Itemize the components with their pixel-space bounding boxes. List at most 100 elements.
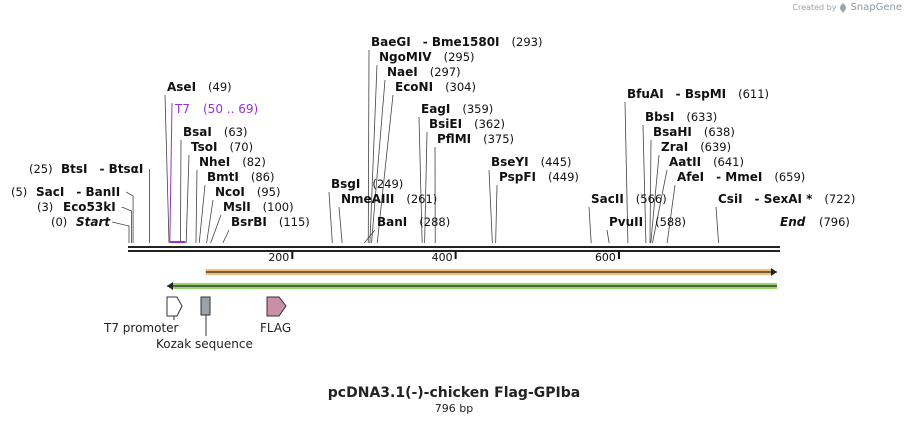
- enzyme-site-bseyi[interactable]: BseYI(445): [491, 155, 572, 169]
- sequence-end: End(796): [780, 215, 850, 229]
- enzyme-position: (115): [279, 215, 310, 229]
- enzyme-site-eagi[interactable]: EagI(359): [421, 102, 493, 116]
- enzyme-position: (63): [224, 125, 248, 139]
- feature-kozak-sequence[interactable]: Kozak sequence: [156, 296, 253, 351]
- enzyme-site-bsgi[interactable]: BsgI(249): [331, 177, 403, 191]
- enzyme-name-secondary: - Bme1580I: [423, 35, 500, 49]
- enzyme-position: (25): [29, 162, 53, 176]
- enzyme-site-econi[interactable]: EcoNI (304): [395, 80, 476, 94]
- enzyme-position: (5): [11, 185, 27, 199]
- enzyme-name: BaeGI: [371, 35, 411, 49]
- enzyme-position: (82): [242, 155, 266, 169]
- enzyme-name: TsoI: [191, 140, 217, 154]
- enzyme-site-bani[interactable]: BanI(288): [377, 215, 450, 229]
- enzyme-name: NaeI: [387, 65, 418, 79]
- leader-line: [371, 79, 386, 244]
- enzyme-site-saci[interactable]: (5) SacI - BanII: [11, 185, 120, 199]
- flag-arrow-icon: [266, 296, 287, 317]
- enzyme-position: (86): [251, 170, 275, 184]
- enzyme-site-afei[interactable]: AfeI- MmeI(659): [677, 170, 805, 184]
- leader-line: [121, 206, 132, 243]
- end-label: End: [780, 215, 806, 229]
- enzyme-site-zrai[interactable]: ZraI(639): [661, 140, 731, 154]
- leader-line: [164, 94, 170, 244]
- leader-line: [418, 116, 423, 244]
- leader-line: [650, 154, 660, 244]
- leader-line: [652, 169, 668, 244]
- enzyme-site-bsrbi[interactable]: BsrBI (115): [231, 215, 310, 229]
- enzyme-name: BmtI: [207, 170, 239, 184]
- enzyme-site-ncoi[interactable]: NcoI(95): [215, 185, 280, 199]
- enzyme-name: NcoI: [215, 185, 245, 199]
- leader-line: [338, 206, 343, 244]
- enzyme-position: (588): [655, 215, 686, 229]
- enzyme-site-btsi[interactable]: (25) BtsI - BtsαI: [29, 162, 143, 176]
- leader-line: [363, 229, 376, 244]
- tick-label: 200: [268, 251, 289, 264]
- enzyme-site-ngomiv[interactable]: NgoMIV(295): [379, 50, 475, 64]
- enzyme-name: NgoMIV: [379, 50, 432, 64]
- enzyme-site-eco53ki[interactable]: (3)Eco53kI: [37, 200, 116, 214]
- enzyme-site-nmeaiii[interactable]: NmeAIII(261): [341, 192, 437, 206]
- leader-line: [206, 199, 214, 244]
- enzyme-position: (659): [774, 170, 805, 184]
- enzyme-site-pflmi[interactable]: PflMI(375): [437, 132, 514, 146]
- enzyme-site-csii[interactable]: CsiI- SexAI *(722): [718, 192, 855, 206]
- enzyme-position: (375): [483, 132, 514, 146]
- enzyme-site-pspfi[interactable]: PspFI(449): [499, 170, 579, 184]
- enzyme-name: BsrBI: [231, 215, 267, 229]
- enzyme-site-bfuai[interactable]: BfuAI- BspMI(611): [627, 87, 769, 101]
- map-length: 796 bp: [434, 402, 474, 415]
- enzyme-labels: (3)Eco53kI (5) SacI - BanII (25) BtsI - BtsαI A…: [11, 35, 855, 229]
- leader-line: [369, 64, 378, 244]
- enzyme-name: EcoNI: [395, 80, 433, 94]
- leader-line: [424, 131, 428, 244]
- feature-t7-promoter[interactable]: T7 promoter: [103, 296, 183, 335]
- enzyme-site-pvuii[interactable]: PvuII(588): [609, 215, 686, 229]
- t7-promoter-arrow-icon: [166, 296, 183, 317]
- enzyme-site-bsiei[interactable]: BsiEI(362): [429, 117, 505, 131]
- enzyme-site-msli[interactable]: MslI(100): [223, 200, 294, 214]
- enzyme-name: SacI: [36, 185, 64, 199]
- leader-line: [495, 184, 498, 244]
- enzyme-site-aatii[interactable]: AatII(641): [669, 155, 744, 169]
- enzyme-site-nhei[interactable]: NheI(82): [199, 155, 266, 169]
- leader-line: [367, 49, 370, 244]
- t7-leader: [169, 102, 173, 243]
- enzyme-position: (362): [474, 117, 505, 131]
- leader-line: [666, 184, 676, 244]
- snapgene-logo-icon: [840, 2, 847, 13]
- enzyme-name: BsaHI: [653, 125, 692, 139]
- leader-line: [185, 154, 190, 244]
- leader-line: [126, 191, 134, 243]
- kozak-sequence-label: Kozak sequence: [156, 337, 253, 351]
- enzyme-site-asei[interactable]: AseI(49): [167, 80, 232, 94]
- enzyme-name: BsaI: [183, 125, 212, 139]
- enzyme-position: (70): [229, 140, 253, 154]
- enzyme-name: SacII: [591, 192, 624, 206]
- enzyme-position: (304): [445, 80, 476, 94]
- enzyme-name-secondary: - BtsαI: [100, 162, 144, 176]
- enzyme-site-bsai[interactable]: BsaI (63): [183, 125, 247, 139]
- leader-line: [588, 206, 592, 244]
- enzyme-site-bbsi[interactable]: BbsI(633): [645, 110, 717, 124]
- enzyme-site-bsahi[interactable]: BsaHI (638): [653, 125, 735, 139]
- enzyme-site-baegi[interactable]: BaeGI- Bme1580I(293): [371, 35, 542, 49]
- enzyme-name-secondary: - BanII: [76, 185, 120, 199]
- t7-primer-site[interactable]: T7(50 .. 69): [174, 102, 258, 116]
- enzyme-site-naei[interactable]: NaeI(297): [387, 65, 461, 79]
- leader-line: [195, 169, 198, 244]
- enzyme-position: (638): [704, 125, 735, 139]
- enzyme-site-bmti[interactable]: BmtI (86): [207, 170, 274, 184]
- enzyme-position: (49): [208, 80, 232, 94]
- leader-lines: [111, 49, 719, 244]
- enzyme-site-tsoi[interactable]: TsoI (70): [191, 140, 253, 154]
- tick-label: 400: [432, 251, 453, 264]
- kozak-box-icon: [200, 296, 211, 316]
- enzyme-site-sacii[interactable]: SacII(566): [591, 192, 667, 206]
- feature-flag[interactable]: FLAG: [260, 296, 291, 335]
- enzyme-name: MslI: [223, 200, 251, 214]
- enzyme-name: BtsI: [61, 162, 88, 176]
